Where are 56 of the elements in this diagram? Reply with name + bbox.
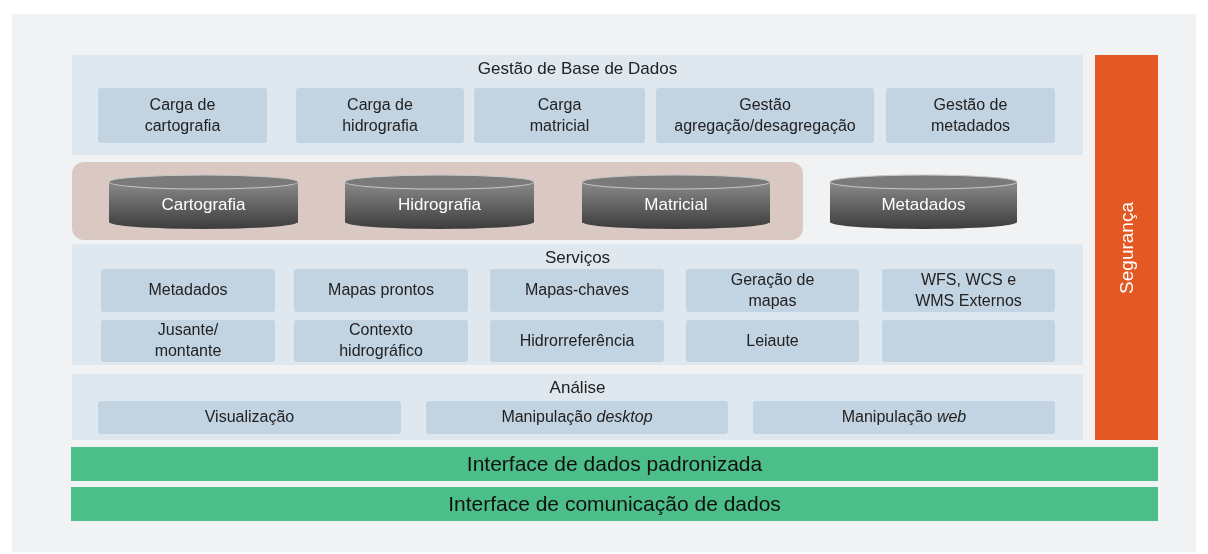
section-panel xyxy=(72,244,1083,365)
database-label: Metadados xyxy=(881,194,966,215)
component-box xyxy=(474,88,645,143)
section-title: Serviços xyxy=(543,248,612,268)
box-label: Manipulação web xyxy=(841,407,967,428)
empty-box xyxy=(882,320,1055,362)
box-label: Gestão agregação/desagregação xyxy=(673,94,857,136)
component-box xyxy=(886,88,1055,143)
database-cylinder xyxy=(344,174,535,230)
box-label: WFS, WCS e WMS Externos xyxy=(914,269,1023,311)
box-label: Visualização xyxy=(204,407,295,428)
component-box xyxy=(294,269,468,312)
box-label: Gestão de metadados xyxy=(929,94,1012,136)
component-box xyxy=(490,269,664,312)
section-title: Gestão de Base de Dados xyxy=(476,59,679,79)
database-cylinder xyxy=(829,174,1018,230)
component-box xyxy=(98,88,267,143)
box-label: Metadados xyxy=(148,280,228,301)
interface-bar xyxy=(71,447,1158,481)
box-label: Contexto hidrográfico xyxy=(338,320,424,361)
component-box xyxy=(686,320,859,362)
component-box xyxy=(656,88,874,143)
box-label: Carga matricial xyxy=(528,94,591,136)
database-group-panel xyxy=(72,162,803,240)
box-label: Jusante/ montante xyxy=(153,320,223,361)
component-box xyxy=(686,269,859,312)
database-label: Hidrografia xyxy=(397,194,482,215)
section-panel xyxy=(72,374,1083,440)
component-box xyxy=(753,401,1055,434)
bar-label: Segurança xyxy=(1115,201,1138,294)
component-box xyxy=(101,320,275,362)
box-label: Geração de mapas xyxy=(729,269,816,311)
component-box xyxy=(296,88,464,143)
box-label: Hidrorreferência xyxy=(519,330,635,351)
section-panel xyxy=(72,55,1083,155)
component-box xyxy=(101,269,275,312)
component-box xyxy=(98,401,401,434)
box-label: Carga de hidrografia xyxy=(341,94,419,136)
database-cylinder xyxy=(581,174,771,230)
component-box xyxy=(426,401,728,434)
component-box xyxy=(882,269,1055,312)
box-label: Mapas prontos xyxy=(328,280,434,301)
interface-bar xyxy=(71,487,1158,521)
bar-label: Interface de dados padronizada xyxy=(466,452,763,476)
box-label: Manipulação desktop xyxy=(501,407,653,428)
database-label: Cartografia xyxy=(161,194,246,215)
box-label: Mapas-chaves xyxy=(524,280,629,301)
bar-label: Interface de comunicação de dados xyxy=(448,492,781,516)
section-title: Análise xyxy=(548,378,607,398)
component-box xyxy=(294,320,468,362)
database-label: Matricial xyxy=(644,194,708,215)
box-label: Carga de cartografia xyxy=(143,94,222,136)
database-cylinder xyxy=(108,174,299,230)
security-bar xyxy=(1095,55,1158,440)
component-box xyxy=(490,320,664,362)
box-label: Leiaute xyxy=(746,330,799,351)
